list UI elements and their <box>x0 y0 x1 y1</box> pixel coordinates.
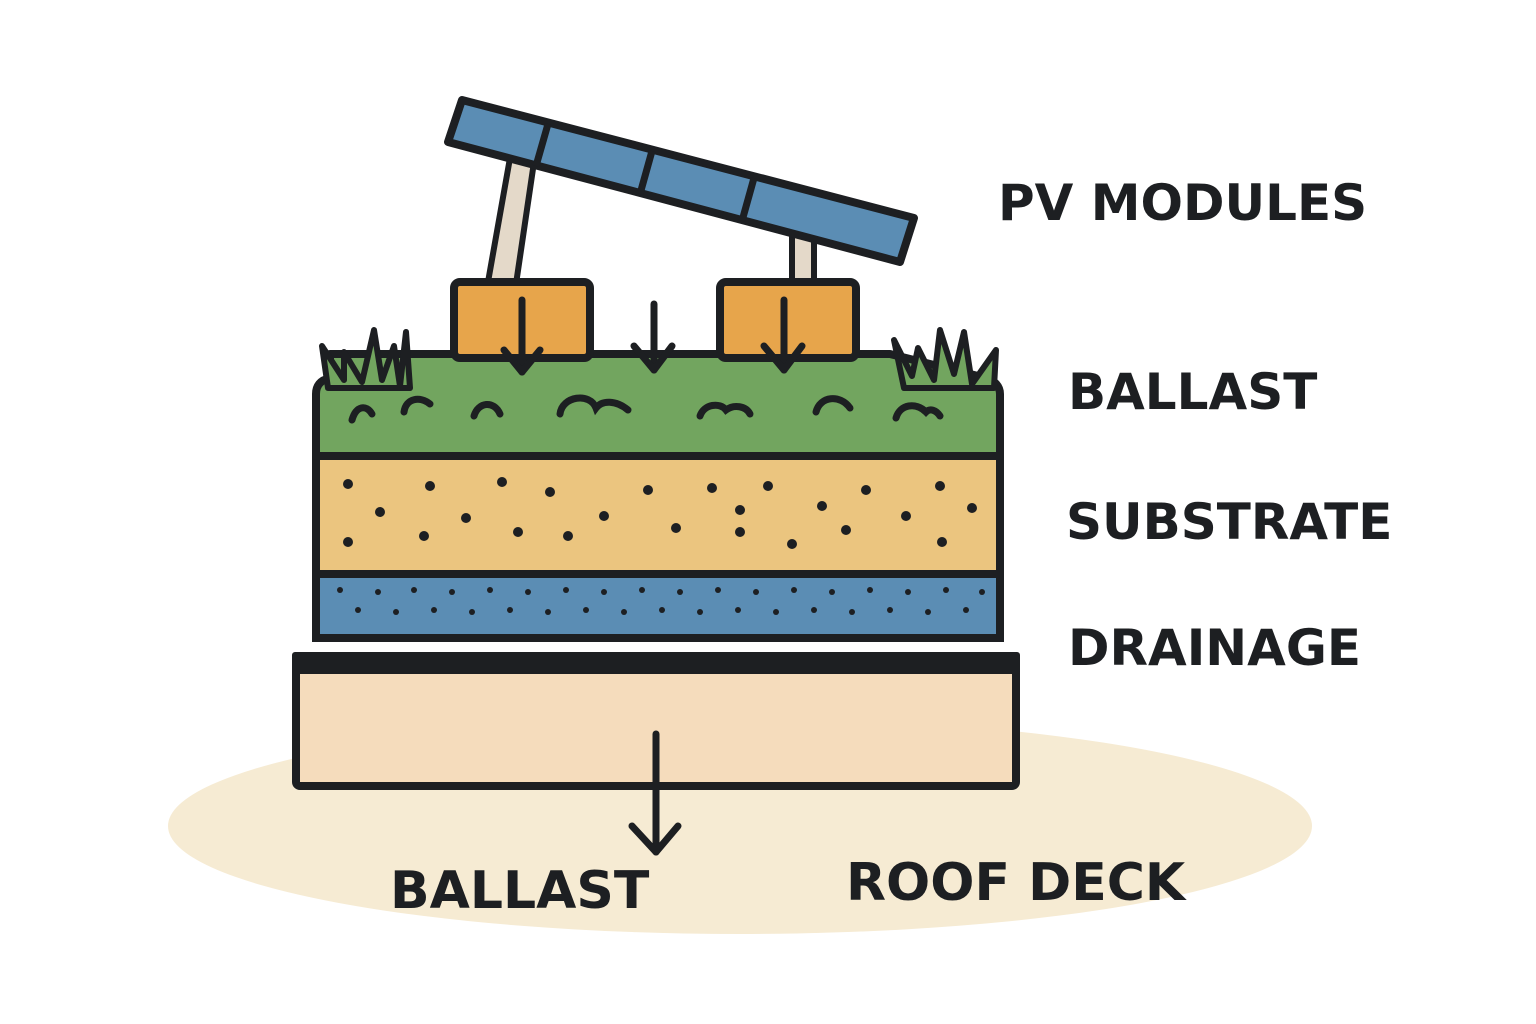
solar-panel-icon <box>444 96 918 266</box>
label-drainage: DRAINAGE <box>1068 619 1361 677</box>
label-pv-modules: PV MODULES <box>998 174 1367 232</box>
down-arrow-icon <box>628 730 682 856</box>
substrate-layer <box>312 452 1004 578</box>
substrate-dots <box>343 477 977 549</box>
down-arrow-icon <box>500 296 544 376</box>
down-arrow-icon <box>630 300 676 374</box>
label-substrate: SUBSTRATE <box>1066 493 1392 551</box>
drainage-layer <box>312 570 1004 642</box>
grass-tuft-icon <box>319 327 413 391</box>
drainage-dots <box>337 587 985 615</box>
ballast-block-right <box>716 278 860 362</box>
roof-deck-membrane <box>292 652 1020 674</box>
label-roof-deck: ROOF DECK <box>846 853 1187 913</box>
grass-tuft-icon <box>891 327 999 391</box>
label-ballast-right: BALLAST <box>1068 363 1317 421</box>
front-support-leg <box>485 155 537 287</box>
vegetation-squiggles <box>348 394 944 424</box>
down-arrow-icon <box>760 296 806 374</box>
label-ballast-bottom: BALLAST <box>390 861 650 921</box>
